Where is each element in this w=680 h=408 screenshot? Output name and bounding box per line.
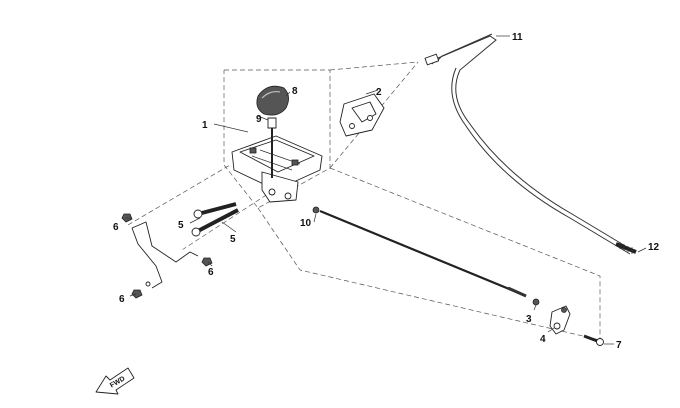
callout-1: 1 (202, 120, 208, 131)
fwd-arrow-icon: FWD (95, 367, 135, 395)
cable-end-threaded (615, 242, 637, 254)
callout-6a: 6 (113, 222, 119, 233)
shifter-assembly-boundary (223, 61, 419, 209)
washer-part-3 (532, 298, 540, 306)
callout-8: 8 (292, 86, 298, 97)
leader-lines (126, 35, 647, 345)
shift-lever-part (267, 117, 277, 178)
callout-4: 4 (540, 334, 546, 345)
shift-cable-part (424, 33, 637, 255)
bolt-part-7 (583, 334, 604, 346)
shift-rod-part (319, 209, 527, 298)
callout-9: 9 (256, 114, 262, 125)
shifter-base-part (231, 135, 323, 203)
callout-11: 11 (512, 32, 523, 43)
bolt-part-upper (193, 202, 237, 219)
callout-5a: 5 (178, 220, 184, 231)
bracket-part (339, 93, 385, 137)
callout-10: 10 (300, 218, 312, 229)
rod-end-part (549, 305, 571, 335)
nut-part-right (201, 257, 213, 267)
callout-2: 2 (376, 87, 382, 98)
callout-6c: 6 (119, 294, 125, 305)
mount-bracket-part (131, 221, 199, 289)
callout-12: 12 (648, 242, 660, 253)
bolt-part-lower (191, 208, 239, 237)
callout-6b: 6 (208, 267, 214, 278)
callout-3: 3 (526, 314, 532, 325)
nut-part-lower-left (131, 289, 143, 299)
shift-knob-part (256, 85, 289, 116)
bracket-link-lines (127, 164, 281, 251)
callout-5b: 5 (230, 234, 236, 245)
shift-rod-boundary (257, 167, 601, 341)
callout-7: 7 (616, 340, 622, 351)
washer-part-10 (312, 206, 320, 214)
